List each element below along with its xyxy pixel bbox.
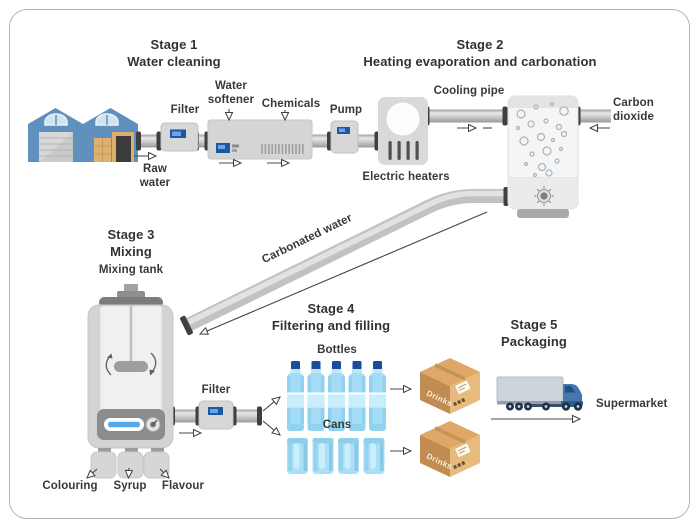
- bubbles-icon: [515, 101, 569, 178]
- stage-4-title: Stage 4 Filtering and filling: [271, 301, 391, 333]
- stage-3-title: Stage 3 Mixing: [107, 227, 155, 259]
- handling-icons: [453, 460, 466, 470]
- garage-door-icon: [39, 132, 73, 162]
- label-bottles: Bottles: [317, 344, 357, 356]
- arrow-carbonated-water: [198, 211, 488, 335]
- softener-chemicals-unit: [207, 119, 313, 160]
- cans-icon: [287, 438, 385, 474]
- shipping-sticker-icon: [455, 443, 471, 457]
- drinks-box-2: Drinks: [420, 421, 480, 477]
- dial-icon: [534, 186, 554, 206]
- filter-unit-2: [198, 400, 234, 430]
- stage-2-title: Stage 2 Heating evaporation and carbonat…: [363, 37, 597, 69]
- stage-5-title: Stage 5 Packaging: [501, 317, 567, 349]
- label-supermarket: Supermarket: [596, 398, 668, 410]
- label-colouring: Colouring: [42, 480, 98, 492]
- rotation-arrows-icon: [105, 352, 157, 376]
- syrup-container-icon: [117, 451, 144, 479]
- factory-icon: [28, 108, 138, 162]
- diagram-border: [9, 9, 690, 519]
- handling-icons: [453, 397, 466, 407]
- pipe: [233, 409, 262, 423]
- pipe: [308, 134, 333, 148]
- shipping-sticker-icon: [455, 380, 471, 394]
- doorway-icon: [112, 132, 134, 162]
- drinks-box-1: Drinks: [420, 358, 480, 414]
- carbonated-water-pipe: [184, 189, 506, 332]
- crates-icon: [94, 138, 111, 162]
- stage-1-title: Stage 1 Water cleaning: [127, 37, 221, 69]
- vent-icon: [261, 144, 304, 154]
- arrow-to-bottles: [262, 396, 281, 412]
- carbonation-tank: [507, 95, 579, 218]
- label-syrup: Syrup: [113, 480, 147, 492]
- label-chemicals: Chemicals: [261, 98, 321, 110]
- control-panel-icon: [97, 409, 165, 440]
- wheels-icon: [506, 402, 583, 411]
- pump-unit: [330, 120, 359, 154]
- colouring-container-icon: [90, 451, 117, 479]
- label-pump: Pump: [329, 104, 363, 116]
- label-cooling-pipe: Cooling pipe: [433, 85, 505, 97]
- stirrer-paddle-icon: [114, 361, 148, 372]
- label-carbon-dioxide: Carbon dioxide: [613, 97, 654, 123]
- electric-heaters-unit: [378, 97, 428, 165]
- arrow-flavour: [159, 468, 170, 479]
- label-flavour: Flavour: [161, 480, 205, 492]
- arrow-syrup: [124, 467, 134, 480]
- filter-unit-1: [160, 122, 199, 152]
- label-filter-2: Filter: [201, 384, 231, 396]
- arrow-to-cans: [262, 420, 281, 436]
- label-electric-heaters: Electric heaters: [362, 171, 450, 183]
- label-filter-1: Filter: [170, 104, 200, 116]
- co2-pipe: [577, 109, 611, 123]
- bottles-icon: [287, 361, 386, 431]
- mixing-tank-unit: [87, 284, 174, 479]
- label-cans: Cans: [322, 419, 352, 431]
- truck-icon: [496, 376, 583, 411]
- pipe: [172, 409, 200, 423]
- pipe: [355, 134, 379, 148]
- heater-bars-icon: [388, 141, 419, 160]
- flow-arrows: [86, 109, 610, 480]
- arrow-colouring: [86, 468, 98, 479]
- label-mixing-tank: Mixing tank: [98, 264, 164, 276]
- label-raw-water: Raw water: [139, 163, 171, 189]
- label-water-softener: Water softener: [207, 80, 255, 106]
- pipes: [136, 106, 611, 426]
- cooling-pipe: [426, 109, 510, 123]
